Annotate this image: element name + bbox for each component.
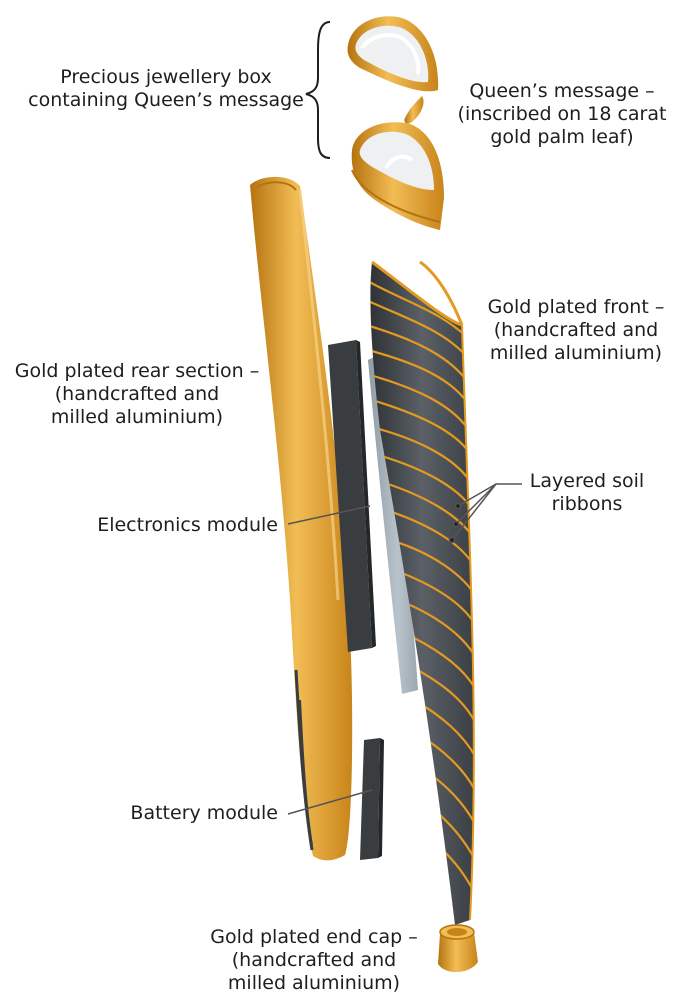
battery-module — [360, 738, 380, 860]
jewellery-box-base — [352, 122, 444, 230]
jewellery-box-lid — [348, 16, 439, 91]
end-cap-label: Gold plated end cap – (handcrafted and m… — [196, 926, 432, 993]
end-cap — [438, 925, 478, 972]
front-section — [366, 262, 478, 925]
battery-label: Battery module — [80, 802, 278, 825]
queens-message-label: Queen’s message – (inscribed on 18 carat… — [448, 80, 676, 149]
rear-section-label: Gold plated rear section – (handcrafted … — [4, 360, 270, 429]
front-label: Gold plated front – (handcrafted and mil… — [476, 296, 676, 365]
jewellery-box-label: Precious jewellery box containing Queen’… — [22, 66, 310, 112]
soil-ribbons-label: Layered soil ribbons — [522, 470, 652, 516]
gold-palm-leaf — [404, 96, 423, 124]
electronics-label: Electronics module — [60, 514, 278, 537]
